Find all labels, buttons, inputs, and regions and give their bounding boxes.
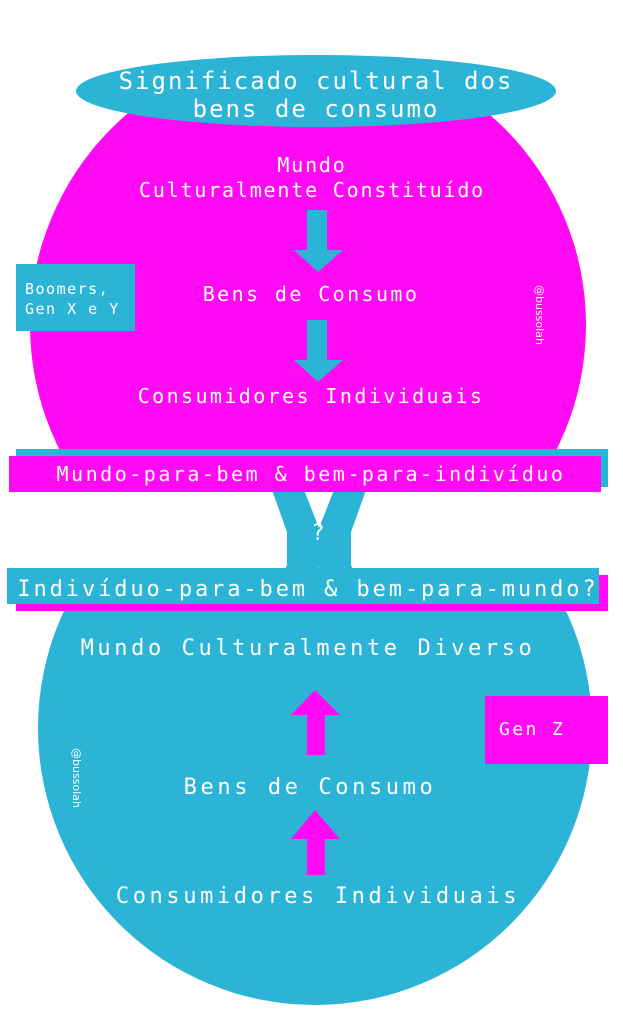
top-world-title-line2: Culturalmente Constituído [139,178,485,202]
header-ellipse [76,55,556,127]
header-line2: bens de consumo [193,95,440,123]
top-world-consumers: Consumidores Individuais [138,384,485,408]
bottom-world-consumers: Consumidores Individuais [116,884,520,909]
arrow-up-icon [291,690,340,755]
generation-tag-boomers [16,264,135,331]
top-world-title-line1: Mundo [277,153,346,177]
watermark: @bussolah [70,748,83,808]
generation-tag-genz [485,696,608,764]
top-world-goods: Bens de Consumo [203,282,420,306]
watermark: @bussolah [533,285,546,345]
flow-bottom-label: Indivíduo-para-bem & bem-para-mundo? [17,577,598,602]
bottom-world-circle [38,580,592,1005]
arrow-down-icon [294,320,343,382]
generation-tag-label: Gen Z [499,719,565,740]
header-line1: Significado cultural dos [119,67,514,95]
flow-top-label: Mundo-para-bem & bem-para-indivíduo [57,462,566,486]
bottom-world-title: Mundo Culturalmente Diverso [81,636,536,661]
question-mark: ? [311,521,324,546]
arrow-down-icon [294,210,343,272]
arrow-up-icon [291,810,340,875]
generation-tag-line2: Gen X e Y [25,300,120,318]
bottom-world-goods: Bens de Consumo [184,775,437,800]
flow-bar-top [9,456,601,492]
flow-bar-bottom [7,568,599,604]
generation-tag-line1: Boomers, [25,280,109,298]
